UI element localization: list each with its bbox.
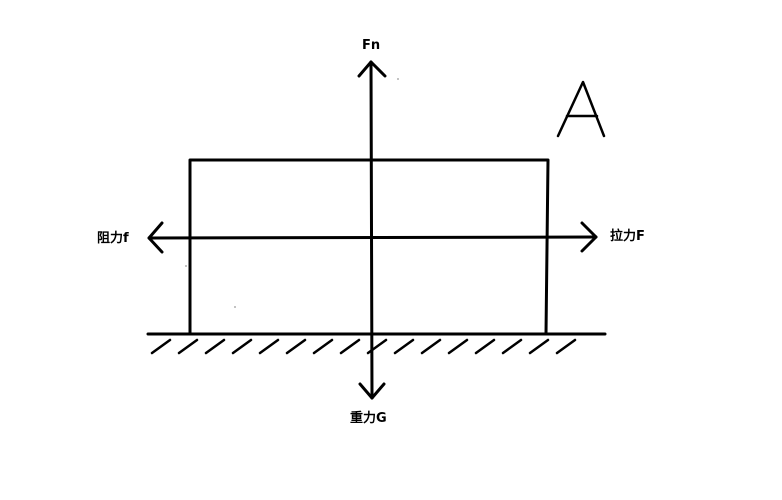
normal-force-arrowhead — [357, 60, 387, 78]
friction-force-label: 阻力f — [97, 231, 129, 246]
body-letter-a-drawing — [556, 80, 606, 138]
horizontal-force-line — [147, 235, 598, 240]
block-outline — [188, 158, 550, 336]
gravity-force-label: 重力G — [350, 411, 387, 426]
friction-arrowhead — [147, 221, 164, 254]
pull-arrowhead — [580, 221, 598, 253]
pull-force-label: 拉力F — [610, 229, 645, 244]
gravity-arrowhead — [358, 382, 386, 400]
normal-force-label: Fn — [362, 38, 381, 53]
specks — [185, 78, 399, 308]
vertical-force-line — [369, 60, 374, 400]
ground-hatching — [150, 338, 577, 355]
